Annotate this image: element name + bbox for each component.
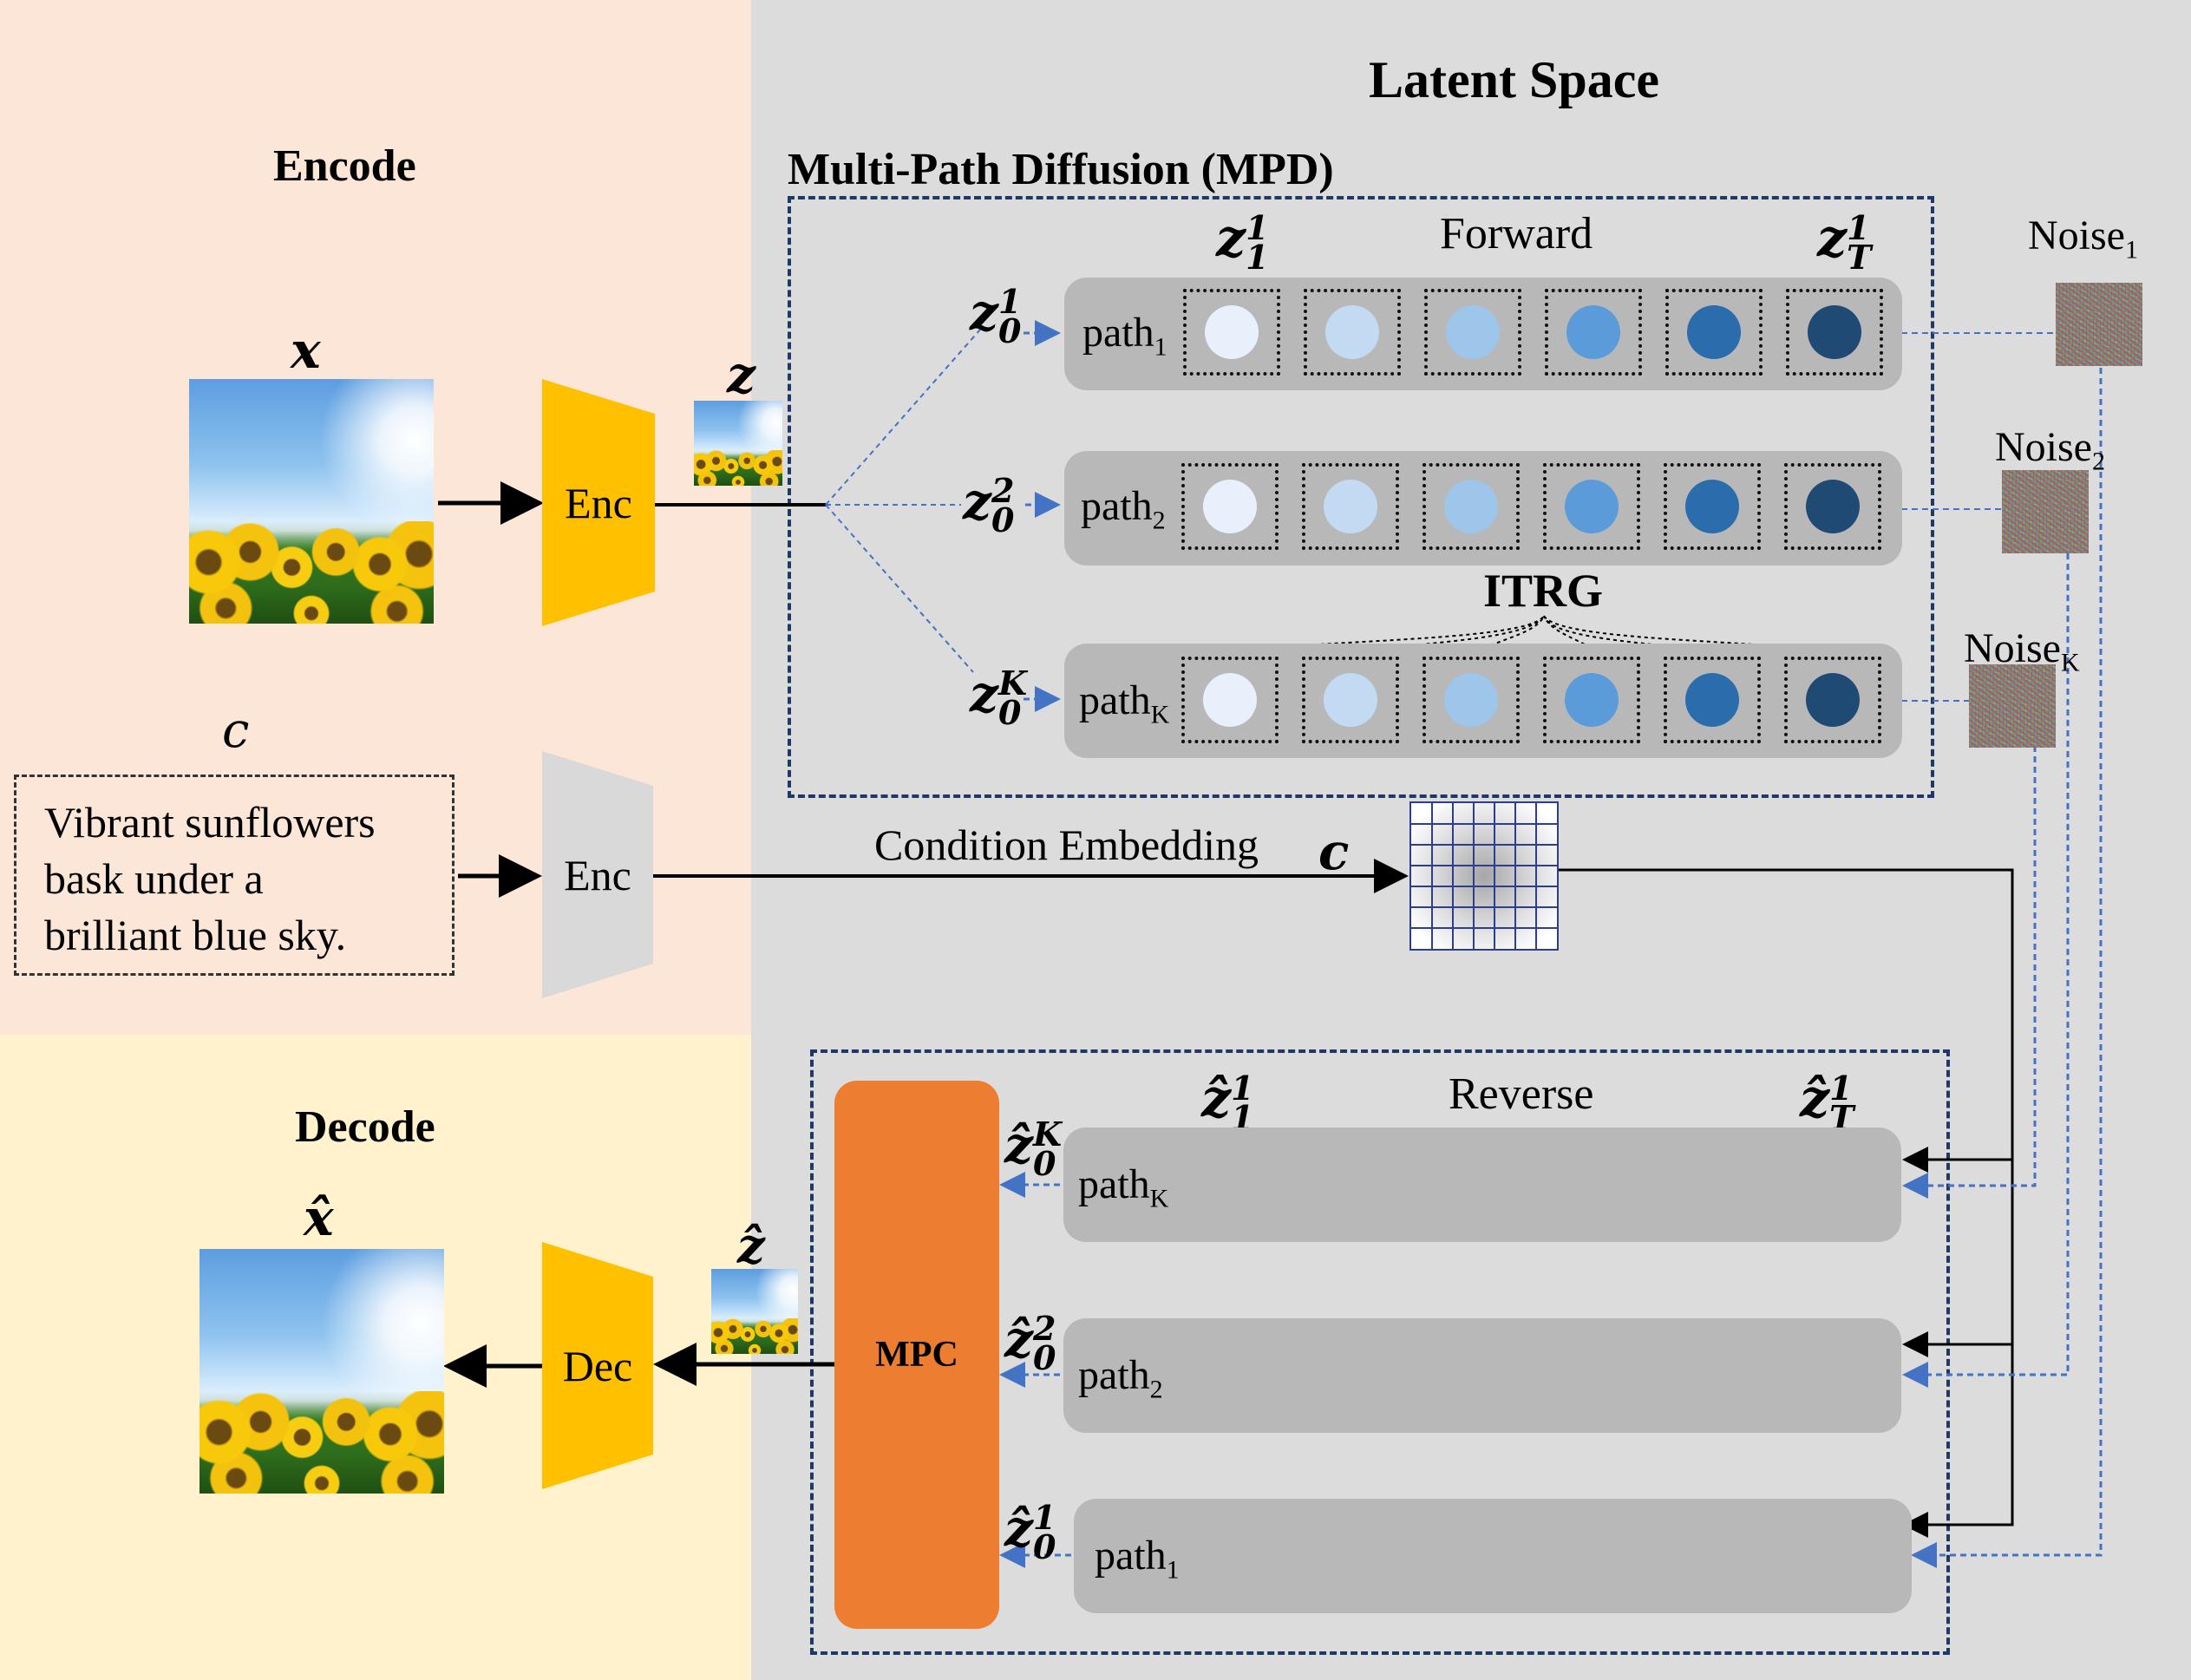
text-encoder: Enc — [542, 751, 653, 998]
forward-path-K-latent-circle-5 — [1685, 673, 1739, 727]
reverse-path-1 — [1074, 1499, 1912, 1613]
image-encoder-label: Enc — [565, 478, 632, 527]
noise-K-label: NoiseK — [1964, 625, 2080, 677]
forward-path-K-latent-circle-1 — [1203, 673, 1257, 727]
c-label: c — [222, 703, 250, 759]
text-prompt-line-1: Vibrant sunflowers — [44, 798, 376, 847]
mpc-block: MPC — [834, 1081, 999, 1629]
decoder-label: Dec — [562, 1341, 633, 1390]
forward-path-2-latent-circle-2 — [1324, 480, 1377, 533]
reverse-path-K — [1063, 1128, 1901, 1242]
x-label: x — [291, 321, 321, 380]
xhat-label: x̂ — [304, 1188, 334, 1247]
mpd-heading: Multi-Path Diffusion (MPD) — [788, 145, 1334, 194]
forward-path-2-step-6 — [1784, 463, 1881, 550]
output-image — [199, 1249, 444, 1494]
forward-path-1-latent-circle-5 — [1687, 305, 1741, 359]
latent-space-heading: Latent Space — [1369, 51, 1659, 108]
forward-path-K-latent-circle-6 — [1806, 673, 1860, 727]
forward-path-1-label: path1 — [1082, 310, 1167, 362]
forward-path-2-latent-circle-4 — [1565, 480, 1619, 533]
reverse-title: Reverse — [1449, 1069, 1594, 1119]
text-encoder-label: Enc — [564, 850, 631, 899]
text-prompt-box: Vibrant sunflowers bask under a brillian… — [14, 775, 455, 976]
forward-path-2-step-2 — [1302, 463, 1399, 550]
forward-path-1-step-5 — [1665, 289, 1763, 376]
reverse-path-2 — [1063, 1318, 1901, 1433]
image-encoder: Enc — [542, 379, 655, 626]
forward-path-K-latent-circle-4 — [1565, 673, 1619, 727]
itrg-label: ITRG — [1483, 565, 1604, 617]
forward-path-K-step-6 — [1784, 657, 1881, 743]
zhat-label: ẑ — [737, 1218, 765, 1275]
forward-path-K-step-5 — [1664, 657, 1761, 743]
encode-heading: Encode — [273, 141, 416, 191]
reverse-path-1-label: path1 — [1095, 1533, 1180, 1585]
forward-path-2-step-4 — [1543, 463, 1640, 550]
reverse-dashed-box — [810, 1049, 1950, 1655]
mpc-label: MPC — [875, 1335, 958, 1375]
noise-K-image — [1969, 664, 2056, 748]
forward-path-K-latent-circle-3 — [1444, 673, 1498, 727]
forward-path-1-step-6 — [1786, 289, 1883, 376]
condition-embedding-symbol: c — [1318, 822, 1350, 881]
forward-path-2-step-3 — [1423, 463, 1520, 550]
condition-embedding-grid — [1409, 801, 1559, 951]
forward-path-2-latent-circle-6 — [1806, 480, 1860, 533]
condition-embedding-label: Condition Embedding — [874, 820, 1259, 869]
forward-path-2-latent-circle-3 — [1444, 480, 1498, 533]
forward-path-1-latent-circle-1 — [1205, 305, 1259, 359]
reverse-path-K-label: pathK — [1078, 1161, 1169, 1213]
forward-path-2-latent-circle-5 — [1685, 480, 1739, 533]
forward-path-2-step-1 — [1181, 463, 1279, 550]
forward-path-1-step-4 — [1545, 289, 1642, 376]
forward-path-K-step-2 — [1302, 657, 1399, 743]
decode-heading: Decode — [295, 1102, 435, 1152]
mpd-dashed-box — [788, 196, 1934, 798]
forward-path-1-latent-circle-2 — [1325, 305, 1379, 359]
forward-path-1-step-3 — [1424, 289, 1521, 376]
text-prompt-line-2: bask under a — [44, 854, 264, 903]
z-label: z — [727, 345, 755, 404]
forward-path-K-step-4 — [1543, 657, 1640, 743]
forward-path-2-label: path2 — [1081, 483, 1166, 535]
reverse-path-2-label: path2 — [1078, 1352, 1163, 1404]
forward-title: Forward — [1440, 209, 1593, 258]
latent-z-thumbnail — [694, 401, 782, 486]
forward-path-1-latent-circle-6 — [1808, 305, 1861, 359]
noise-2-label: Noise2 — [1995, 424, 2105, 476]
latent-zhat-thumbnail — [711, 1269, 798, 1354]
forward-path-1-step-1 — [1183, 289, 1280, 376]
forward-path-K-step-3 — [1423, 657, 1520, 743]
forward-path-2-step-5 — [1664, 463, 1761, 550]
forward-path-K-step-1 — [1181, 657, 1279, 743]
forward-path-K-label: pathK — [1079, 677, 1170, 729]
text-prompt-line-3: brilliant blue sky. — [44, 911, 347, 959]
forward-path-1-latent-circle-3 — [1446, 305, 1500, 359]
decoder: Dec — [542, 1242, 653, 1489]
noise-1-image — [2056, 283, 2142, 366]
forward-path-1-latent-circle-4 — [1566, 305, 1620, 359]
noise-2-image — [2002, 470, 2089, 553]
noise-1-label: Noise1 — [2028, 212, 2138, 265]
forward-path-1-step-2 — [1304, 289, 1401, 376]
forward-path-K-latent-circle-2 — [1324, 673, 1377, 727]
forward-path-2-latent-circle-1 — [1203, 480, 1257, 533]
input-image — [189, 379, 434, 624]
